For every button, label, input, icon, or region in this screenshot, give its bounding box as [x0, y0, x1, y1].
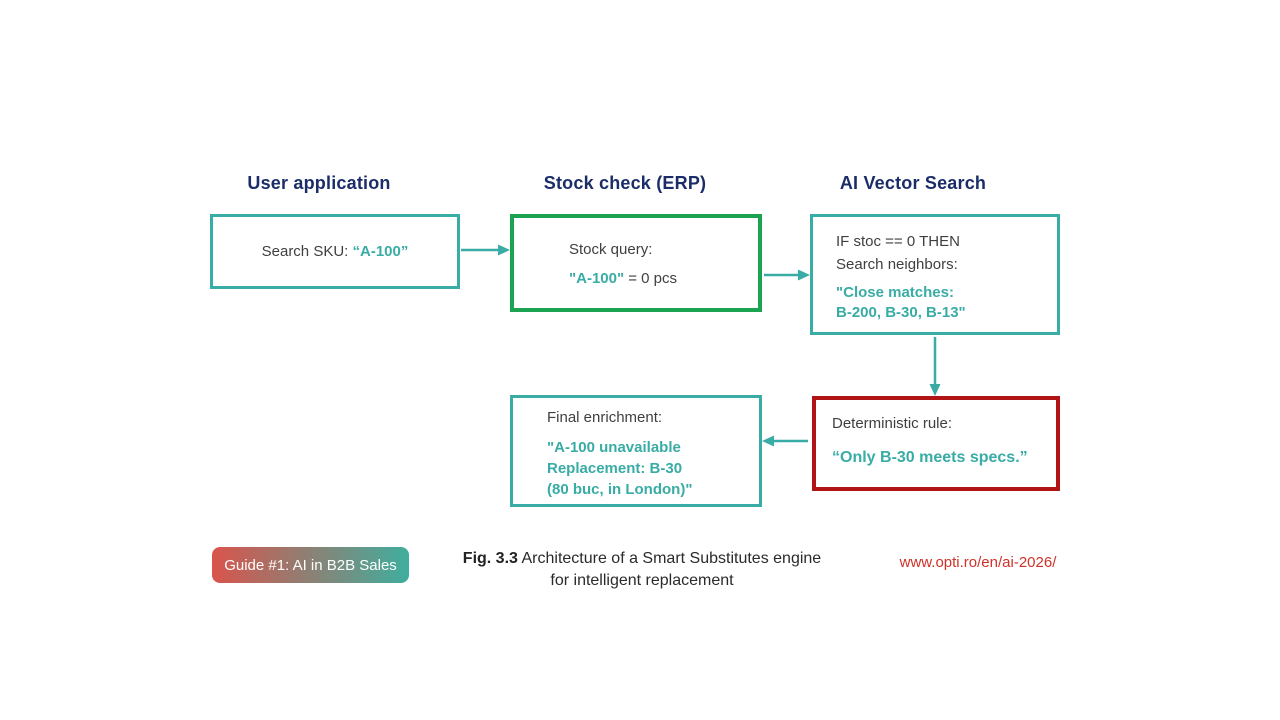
column-header-stock-check: Stock check (ERP) [543, 173, 707, 193]
arrow-user-to-stock [461, 244, 510, 256]
rule-quote: “Only B-30 meets specs.” [832, 449, 1028, 466]
box-vector-search: IF stoc == 0 THEN Search neighbors: "Clo… [810, 214, 1060, 335]
search-sku-label: Search SKU: [261, 242, 353, 260]
enrichment-line1: "A-100 unavailable [547, 439, 681, 456]
column-header-user-application: User application [247, 173, 391, 193]
vector-matches-line1: "Close matches: [836, 284, 954, 301]
stock-query-sku: "A-100" [569, 270, 625, 287]
stock-query-qty: = 0 pcs [628, 270, 678, 287]
stock-query-title: Stock query: [569, 241, 653, 258]
search-sku-value: “A-100” [352, 242, 409, 260]
figure-caption: Fig. 3.3 Architecture of a Smart Substit… [442, 548, 842, 591]
guide-badge: Guide #1: AI in B2B Sales [212, 547, 409, 583]
enrichment-line2: Replacement: B-30 [547, 460, 683, 477]
website-url-link[interactable]: www.opti.ro/en/ai-2026/ [899, 554, 1057, 571]
arrow-vector-to-rule [929, 337, 941, 396]
box-deterministic-rule: Deterministic rule: “Only B-30 meets spe… [812, 396, 1060, 491]
vector-condition-line: IF stoc == 0 THEN [836, 233, 960, 250]
caption-title-text: Architecture of a Smart Substitutes engi… [517, 550, 822, 567]
box-final-enrichment: Final enrichment: "A-100 unavailable Rep… [510, 395, 762, 507]
rule-title: Deterministic rule: [832, 415, 953, 432]
arrow-stock-to-vector [764, 269, 810, 281]
caption-line-2: for intelligent replacement [550, 571, 734, 589]
enrichment-title: Final enrichment: [547, 409, 663, 426]
enrichment-line3: (80 buc, in London)" [547, 481, 693, 498]
box-stock-query: Stock query: "A-100" = 0 pcs [510, 214, 762, 312]
box-search-sku: Search SKU: “A-100” [210, 214, 460, 289]
caption-fig-number: Fig. 3.3 [462, 550, 518, 567]
column-header-ai-vector-search: AI Vector Search [839, 173, 987, 193]
stock-query-result: "A-100" = 0 pcs [569, 268, 758, 290]
caption-line-1: Fig. 3.3 Architecture of a Smart Substit… [442, 548, 842, 570]
vector-action-line: Search neighbors: [836, 256, 958, 273]
arrow-rule-to-enrichment [762, 435, 808, 447]
vector-matches-line2: B-200, B-30, B-13" [836, 304, 966, 321]
